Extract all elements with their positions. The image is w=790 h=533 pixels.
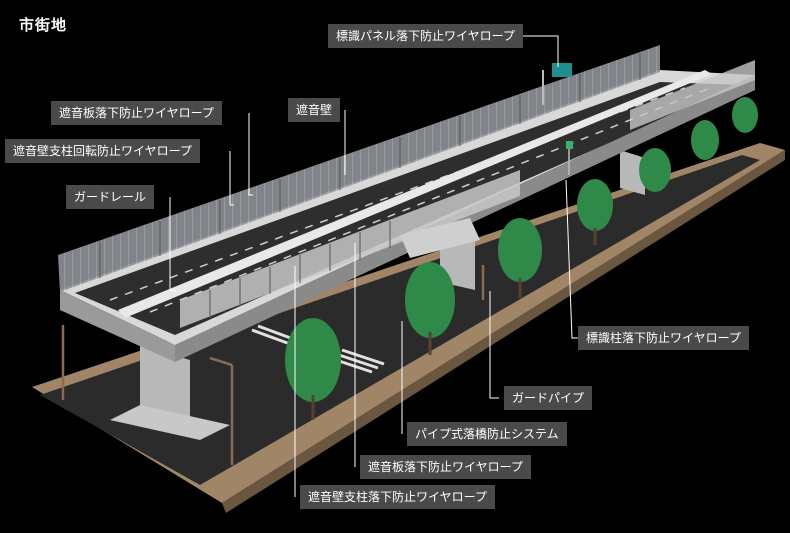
sound-wall-left [58, 45, 660, 292]
label-sound-wall-post-fall-rope: 遮音壁支柱落下防止ワイヤロープ [300, 485, 495, 509]
ramp-deck [400, 218, 480, 258]
sign-panel-small [566, 141, 573, 149]
street-lamps [61, 265, 485, 465]
label-guard-pipe: ガードパイプ [504, 386, 593, 410]
ground-edge [222, 150, 785, 513]
sign-panel [552, 63, 572, 77]
label-panel-sign-rope: 標識パネル落下防止ワイヤロープ [328, 24, 523, 48]
label-sound-wall-post-rotation-rope: 遮音壁支柱回転防止ワイヤロープ [5, 139, 200, 163]
sound-wall-right [180, 170, 520, 328]
median-barrier [118, 70, 712, 318]
label-pipe-bridge-fall-system: パイプ式落橋防止システム [407, 422, 567, 446]
label-soundboard-rope-bottom: 遮音板落下防止ワイヤロープ [360, 455, 531, 479]
deck-side-right [175, 75, 755, 362]
sound-wall-right-posts [209, 221, 391, 318]
deck-side-front [60, 290, 175, 362]
sound-wall-left-posts [99, 53, 641, 278]
trees [285, 97, 758, 402]
pier-base [110, 405, 230, 440]
ground-street [40, 155, 760, 485]
lane-lines [109, 85, 716, 313]
sound-wall-far-right [630, 60, 755, 130]
page-title: 市街地 [19, 16, 68, 34]
tree-trunks [311, 228, 597, 420]
label-sign-post-rope: 標識柱落下防止ワイヤロープ [578, 326, 749, 350]
label-soundboard-rope-top: 遮音板落下防止ワイヤロープ [51, 101, 222, 125]
label-guardrail: ガードレール [66, 185, 155, 209]
label-sound-wall: 遮音壁 [288, 98, 341, 122]
